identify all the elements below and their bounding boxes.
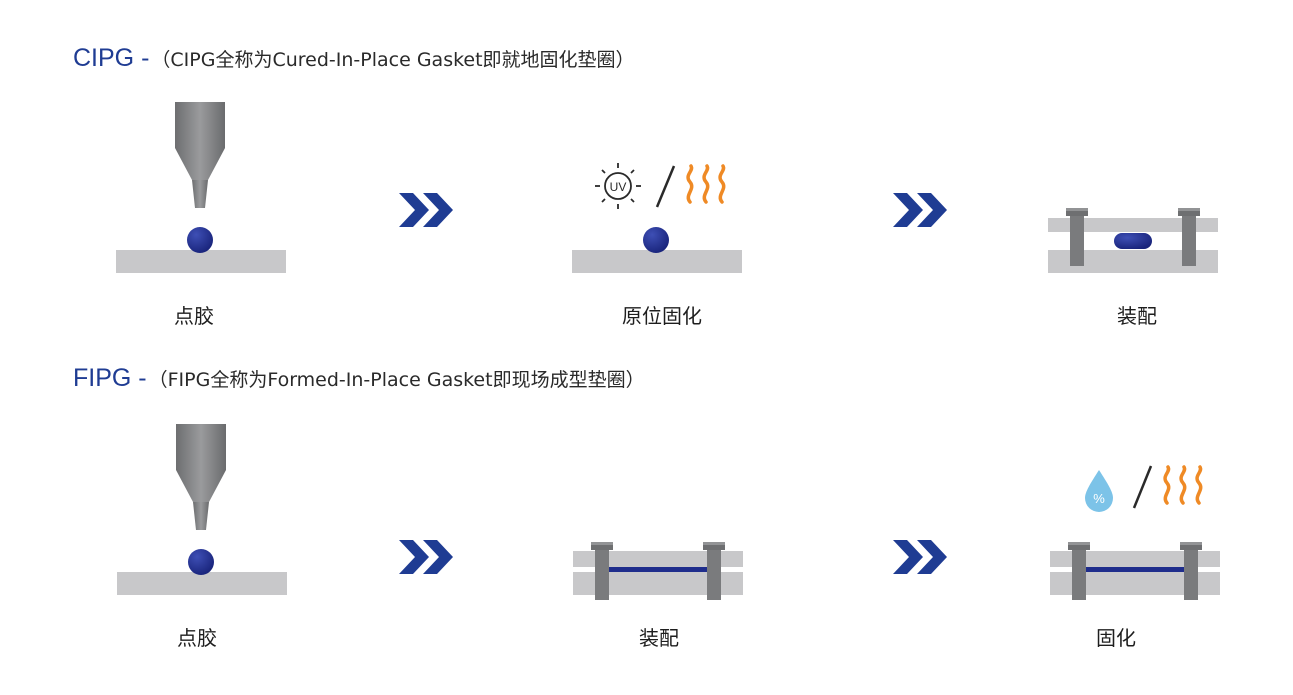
fipg-step-3-label: 固化 xyxy=(1096,626,1136,650)
or-slash xyxy=(655,165,676,208)
cipg-description: （CIPG全称为Cured-In-Place Gasket即就地固化垫圈） xyxy=(151,49,635,71)
moisture-text: % xyxy=(1093,491,1105,506)
cipg-cure-icon: UV xyxy=(572,163,742,273)
fipg-dispense-icon xyxy=(117,424,287,595)
cipg-step-2-label: 原位固化 xyxy=(622,304,702,328)
fipg-description: （FIPG全称为Formed-In-Place Gasket即现场成型垫圈） xyxy=(148,369,645,391)
cipg-title: CIPG -（CIPG全称为Cured-In-Place Gasket即就地固化… xyxy=(73,44,635,73)
cipg-arrow-1 xyxy=(399,193,453,227)
fipg-assembly-icon xyxy=(573,542,743,600)
heat-icon xyxy=(1163,465,1203,505)
fipg-arrow-2 xyxy=(893,540,947,574)
fipg-arrow-1 xyxy=(399,540,453,574)
cipg-code: CIPG - xyxy=(73,44,150,72)
fipg-step-2-label: 装配 xyxy=(639,626,679,650)
fipg-title: FIPG -（FIPG全称为Formed-In-Place Gasket即现场成… xyxy=(73,364,645,393)
cipg-assembly-icon xyxy=(1048,208,1218,273)
or-slash xyxy=(1132,465,1153,509)
uv-sun-icon xyxy=(595,163,641,209)
fipg-step-1-label: 点胶 xyxy=(177,626,217,650)
heat-icon xyxy=(686,164,726,204)
uv-text: UV xyxy=(610,180,627,194)
cipg-dispense-icon xyxy=(116,102,286,273)
fipg-cure-icon: % xyxy=(1050,465,1220,600)
fipg-code: FIPG - xyxy=(73,364,147,392)
cipg-step-3-label: 装配 xyxy=(1117,304,1157,328)
cipg-step-1-label: 点胶 xyxy=(174,304,214,328)
moisture-drop-icon: % xyxy=(1085,470,1113,512)
cipg-arrow-2 xyxy=(893,193,947,227)
